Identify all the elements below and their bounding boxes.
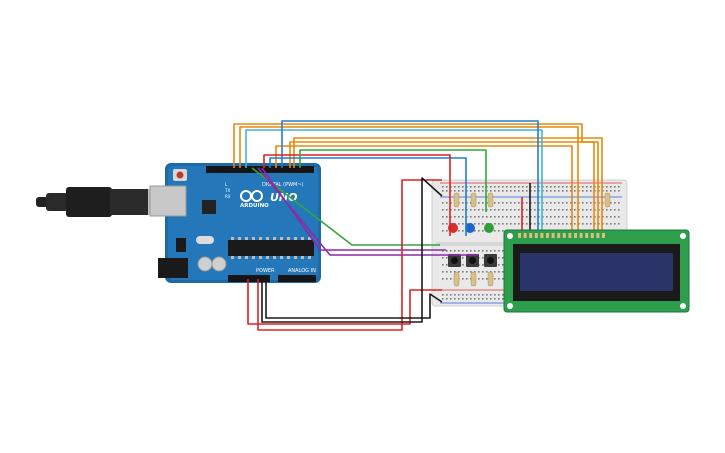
led-blue	[465, 223, 475, 233]
power-jack	[158, 258, 188, 278]
resistor	[453, 271, 460, 287]
analog-header-label: ANALOG IN	[288, 268, 316, 274]
l-label: L	[225, 182, 228, 187]
resistor	[453, 192, 460, 208]
reset-button[interactable]	[176, 171, 184, 179]
lcd-16x2[interactable]	[503, 229, 690, 313]
leds	[448, 223, 494, 233]
arduino-uno-board[interactable]: DIGITAL (PWM~) ARDUINO UNO POWER ANALOG …	[149, 163, 321, 283]
infinity-logo	[240, 190, 263, 202]
brand-label: ARDUINO	[240, 203, 269, 209]
crystal	[196, 236, 214, 244]
pushbuttons	[448, 254, 497, 267]
atmega-chip	[228, 240, 314, 256]
resistor	[604, 192, 611, 208]
resistors	[453, 192, 611, 287]
lcd-screen	[520, 253, 673, 291]
digital-header-label: DIGITAL (PWM~)	[262, 182, 304, 188]
resistor	[470, 192, 477, 208]
capacitor	[197, 256, 213, 272]
power-header	[228, 275, 270, 282]
resistor	[487, 192, 494, 208]
resistor	[470, 271, 477, 287]
rx-label: RX	[225, 194, 231, 199]
usb-b-socket	[149, 185, 187, 217]
lcd-pins	[518, 233, 605, 238]
wires	[233, 120, 603, 331]
power-header-label: POWER	[256, 268, 275, 274]
tx-label: TX	[224, 188, 230, 193]
analog-header	[278, 275, 316, 282]
led-green	[484, 223, 494, 233]
resistor	[487, 271, 494, 287]
capacitor	[211, 256, 227, 272]
